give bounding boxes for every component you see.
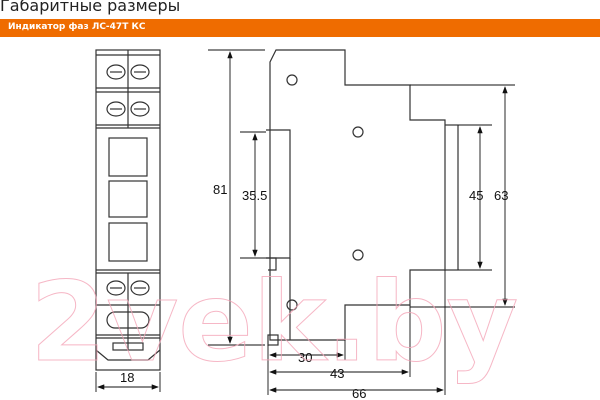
section-header: Индикатор фаз ЛС-47Т КС bbox=[0, 19, 600, 37]
dim-front-45: 45 bbox=[469, 188, 483, 203]
dim-width-18: 18 bbox=[120, 370, 134, 385]
dim-depth-43: 43 bbox=[330, 366, 344, 381]
page-title: Габаритные размеры bbox=[0, 0, 181, 15]
dim-step-63: 63 bbox=[494, 188, 508, 203]
watermark: 2vek.by bbox=[30, 258, 518, 386]
front-view bbox=[95, 49, 161, 371]
section-label: Индикатор фаз ЛС-47Т КС bbox=[8, 22, 146, 32]
terminal-screws bbox=[106, 64, 150, 296]
dim-height-81: 81 bbox=[213, 182, 227, 197]
dim-rail-35-5: 35.5 bbox=[242, 188, 267, 203]
dim-depth-66: 66 bbox=[352, 386, 366, 400]
side-view bbox=[266, 49, 459, 346]
dimension-lines bbox=[95, 49, 515, 395]
dim-depth-30: 30 bbox=[298, 350, 312, 365]
